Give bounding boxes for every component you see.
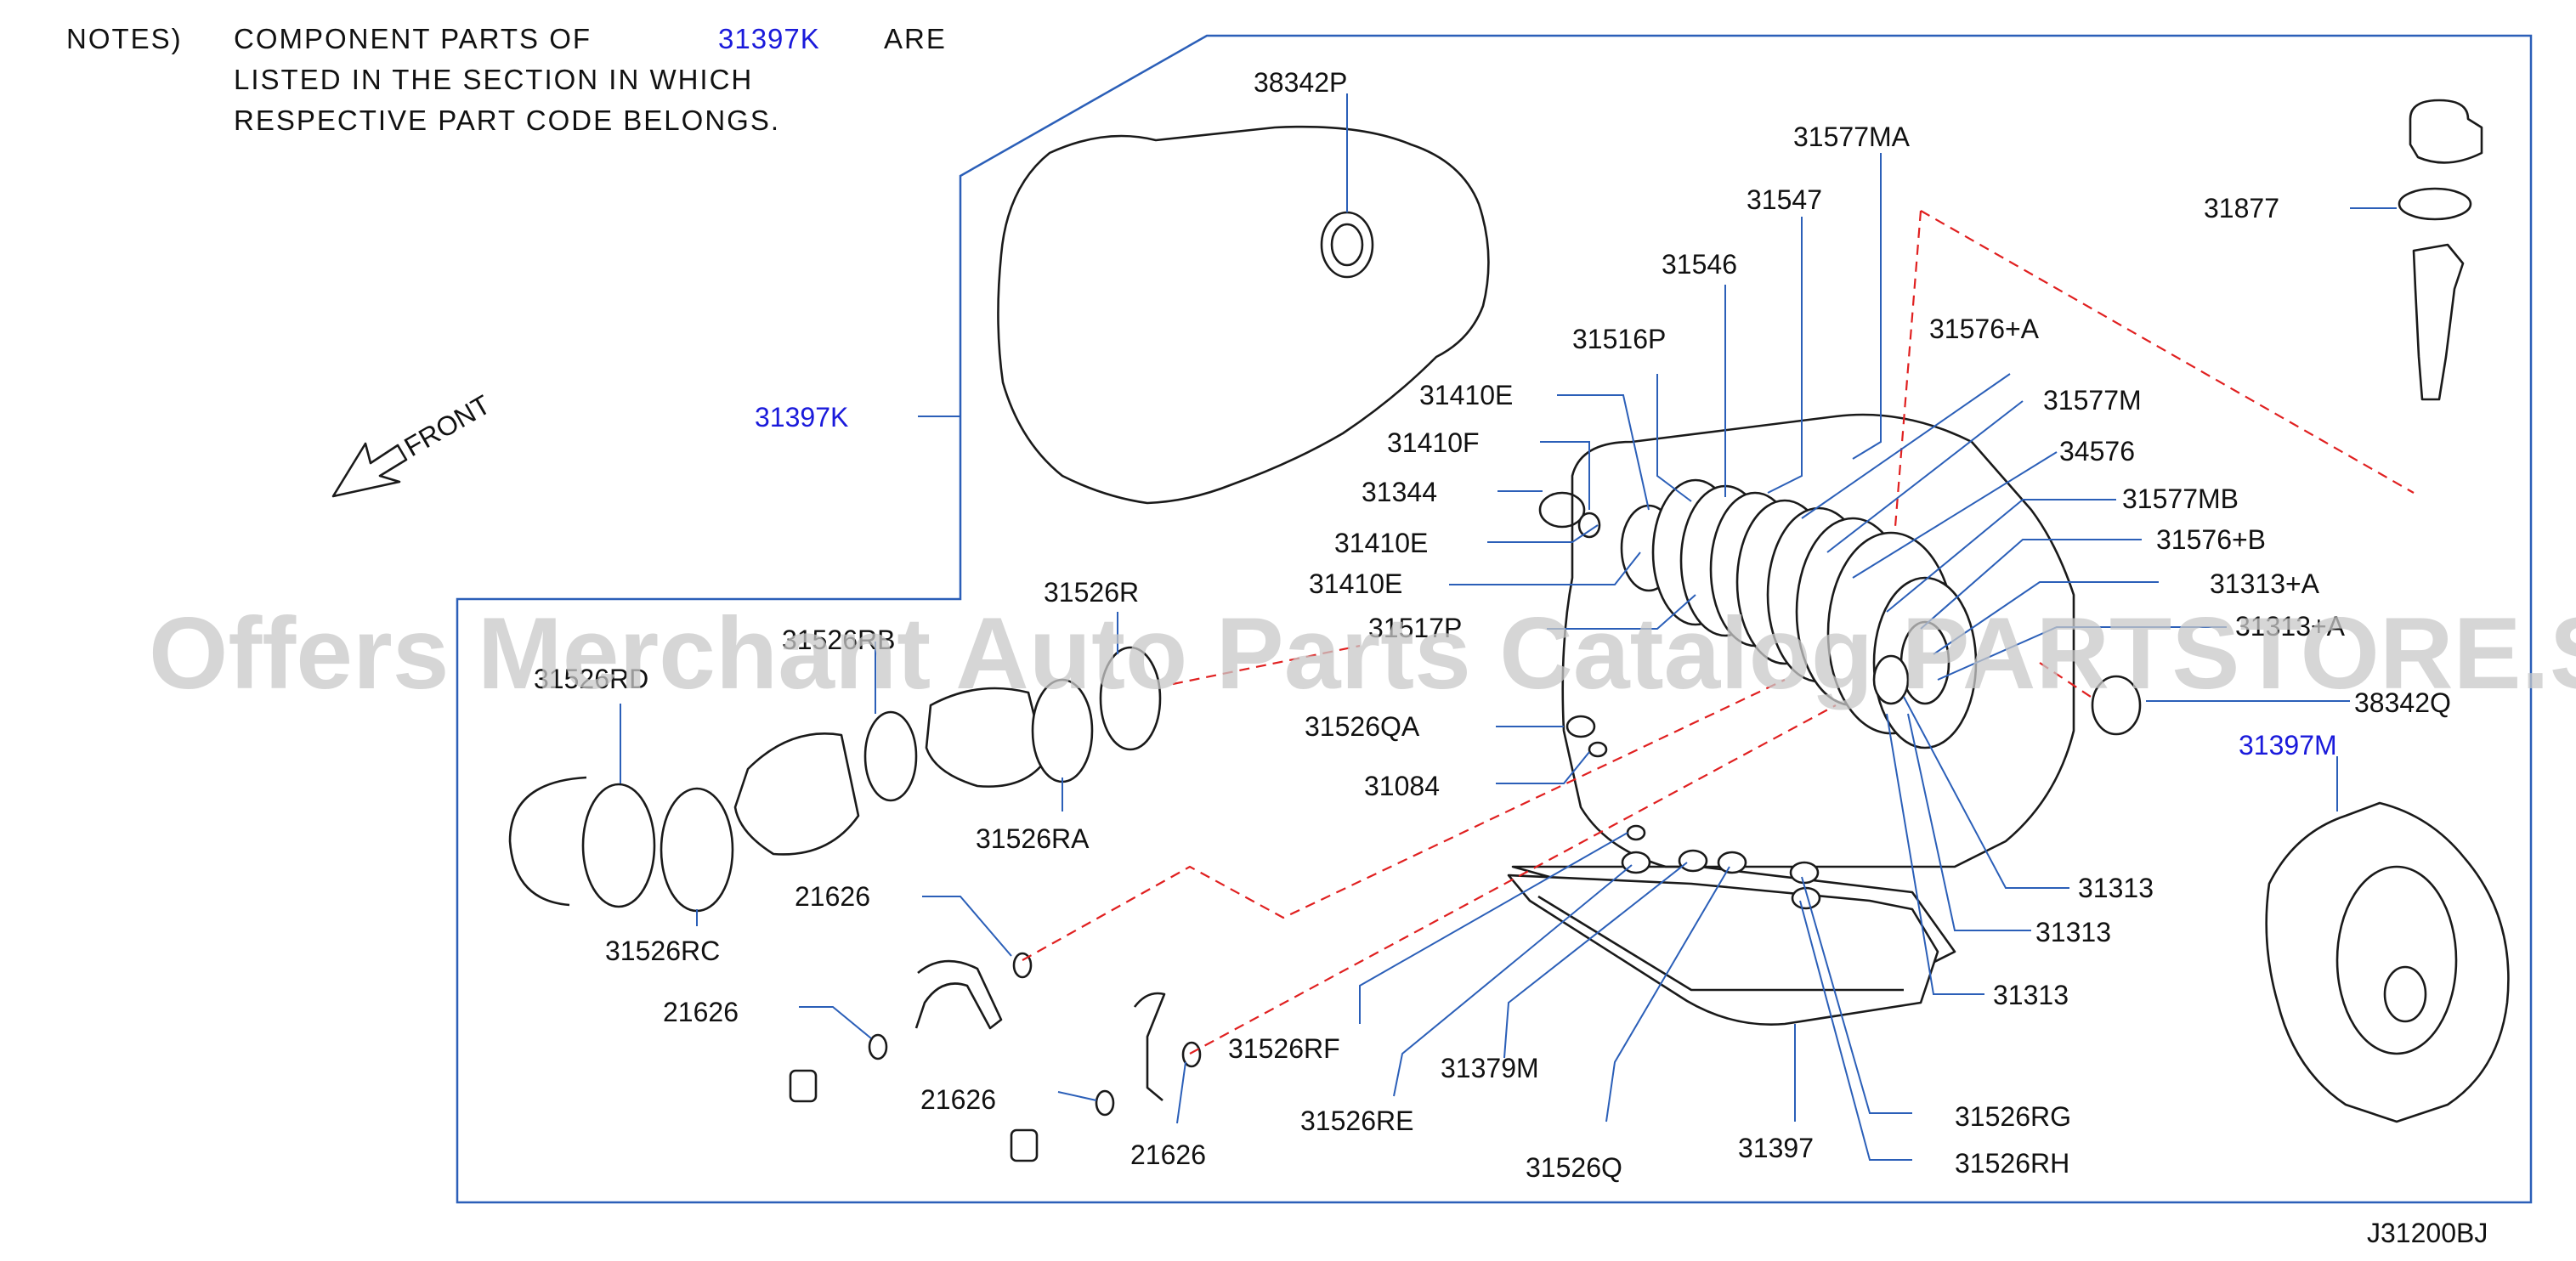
label-31313A-2: 31313+A [2235,611,2346,642]
diagram-code: J31200BJ [2367,1218,2488,1248]
notes-line1-a: COMPONENT PARTS OF [234,23,592,54]
watermark: Offers Merchant Auto Parts Catalog PARTS… [149,597,2576,710]
notes-line2: LISTED IN THE SECTION IN WHICH [234,64,753,95]
label-31410E-3: 31410E [1309,568,1402,599]
clutch-stack [1538,478,1978,749]
label-31577MA: 31577MA [1793,122,1911,152]
label-31547: 31547 [1747,184,1822,215]
label-31397: 31397 [1738,1133,1814,1163]
notes-link-31397K[interactable]: 31397K [718,23,820,54]
notes-line3: RESPECTIVE PART CODE BELONGS. [234,105,780,136]
label-31526QA: 31526QA [1305,711,1420,742]
part-labels: 38342P 31577MA 31547 31546 31516P 31576+… [534,67,2451,1183]
label-31526RC: 31526RC [605,936,720,966]
label-31313A-1: 31313+A [2210,568,2320,599]
label-38342Q: 38342Q [2354,687,2451,718]
notes-heading: NOTES) [66,23,183,54]
label-31526RF: 31526RF [1228,1033,1340,1064]
label-21626-3: 21626 [920,1084,996,1115]
seal-rings [508,646,1162,913]
front-indicator: FRONT [331,389,495,498]
label-31526RH: 31526RH [1955,1148,2069,1179]
notes-block: NOTES) COMPONENT PARTS OF 31397K ARE LIS… [66,23,947,136]
label-31526R: 31526R [1044,577,1139,608]
label-31526RB: 31526RB [782,625,895,655]
link-31397K[interactable]: 31397K [755,402,848,433]
label-38342P: 38342P [1254,67,1347,98]
label-31576B: 31576+B [2156,524,2266,555]
label-31379M: 31379M [1441,1053,1539,1083]
label-31410E-1: 31410E [1419,380,1513,410]
label-31313-3: 31313 [1993,980,2069,1010]
label-31526RA: 31526RA [976,823,1090,854]
label-31526RE: 31526RE [1300,1105,1413,1136]
label-31516P: 31516P [1572,324,1666,354]
label-31517P: 31517P [1368,613,1462,643]
label-21626-4: 21626 [1130,1139,1206,1170]
front-arrow-icon [331,442,408,498]
label-21626-2: 21626 [663,997,739,1027]
label-31577M: 31577M [2043,385,2142,416]
label-31313-1: 31313 [2078,873,2154,903]
label-31576A: 31576+A [1929,314,2040,344]
label-31546: 31546 [1662,249,1737,280]
dipstick-assembly [2398,99,2483,401]
link-31397M[interactable]: 31397M [2239,730,2337,761]
label-31410F: 31410F [1387,427,1480,458]
label-31344: 31344 [1362,477,1437,507]
oil-pan [1507,874,1939,1026]
alignment-guides [1022,210,2415,1055]
converter-housing [997,125,1490,505]
label-31877: 31877 [2204,193,2279,223]
label-31526RG: 31526RG [1955,1101,2071,1132]
label-31526RD: 31526RD [534,664,648,694]
label-31526Q: 31526Q [1526,1152,1622,1183]
assembly-frame [456,34,2533,1204]
front-label: FRONT [399,389,495,462]
label-21626-1: 21626 [795,881,870,912]
leader-lines [620,93,2397,1161]
rear-extension-housing [2265,801,2510,1123]
notes-line1-b: ARE [884,23,947,54]
label-31313-2: 31313 [2035,917,2111,947]
label-31577MB: 31577MB [2122,483,2239,514]
label-34576: 34576 [2059,436,2135,467]
oil-tube-fittings [789,675,2142,1162]
label-31410E-2: 31410E [1334,528,1428,558]
label-31084: 31084 [1364,771,1440,801]
